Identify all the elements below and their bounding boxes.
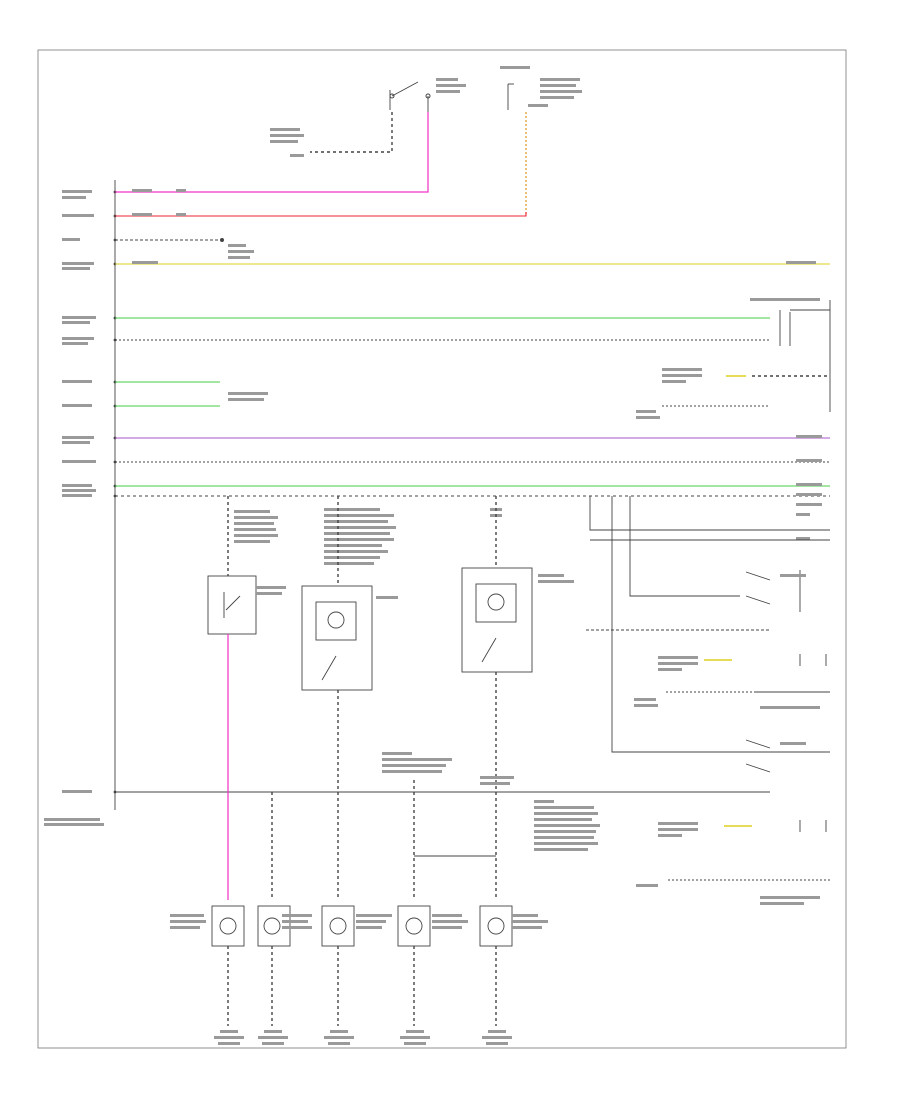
instrument-connector-right-3 <box>658 820 827 837</box>
top-left-label <box>270 128 304 157</box>
instrument-connector-right-2 <box>658 654 827 671</box>
connector-right-1 <box>750 298 831 412</box>
wire-red <box>115 212 527 217</box>
right-switch-2 <box>745 739 806 773</box>
right-bus-labels <box>796 435 822 540</box>
instrument-switch <box>207 510 286 635</box>
diagram-frame <box>37 49 847 1049</box>
right-ground-1 <box>636 405 770 419</box>
wire-right-branch-1 <box>589 496 830 531</box>
instrument-connector-right-1 <box>662 368 830 383</box>
pin-wire-labels <box>132 189 186 216</box>
wire-pink-top <box>115 112 429 193</box>
wire-right-branch-2 <box>611 496 830 753</box>
ground-labels <box>214 1030 512 1045</box>
wire-top-grey <box>310 112 393 153</box>
right-ground-2 <box>634 691 830 709</box>
lamp-labels <box>170 914 548 929</box>
right-vanity <box>461 508 574 673</box>
right-switch-1 <box>745 570 806 612</box>
wire-right-branch-3 <box>629 496 740 597</box>
left-pin-labels <box>44 190 104 826</box>
top-right-component <box>500 66 582 110</box>
middle-labels <box>382 752 600 851</box>
left-vanity <box>301 508 398 691</box>
top-brake-switch <box>389 78 466 112</box>
right-ground-3 <box>636 879 830 905</box>
ground-leads <box>227 946 497 1026</box>
